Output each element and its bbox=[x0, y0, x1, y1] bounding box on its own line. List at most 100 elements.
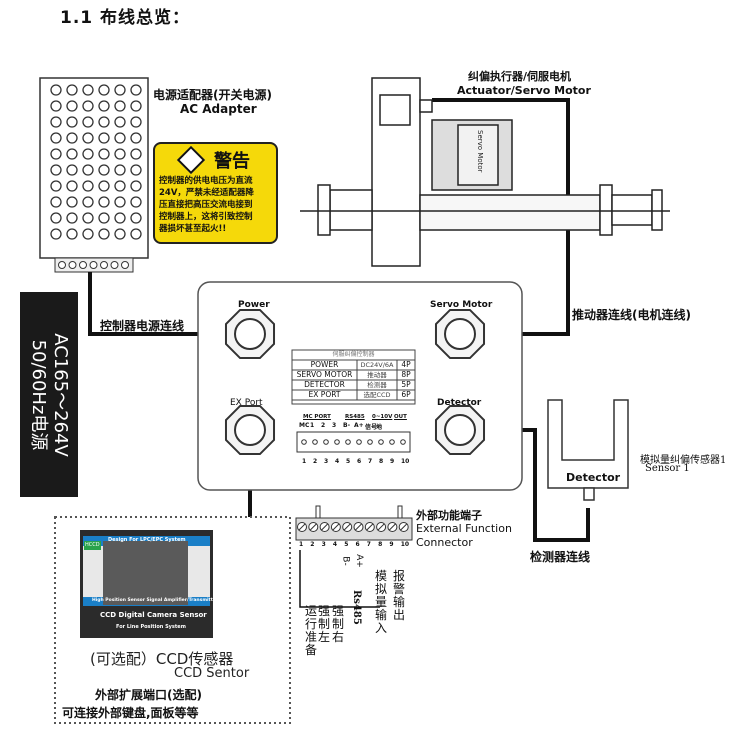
vent-hole bbox=[98, 132, 110, 144]
terminal-pin bbox=[312, 439, 318, 445]
ext-pin-number: 10 bbox=[400, 541, 410, 548]
vent-hole bbox=[50, 116, 62, 128]
vent-hole bbox=[114, 84, 126, 96]
vent-hole bbox=[114, 212, 126, 224]
spec-table bbox=[291, 349, 416, 405]
detector-sensor bbox=[547, 399, 629, 501]
camera-sub: For Line Position System bbox=[116, 624, 186, 630]
ext-pin-number: 4 bbox=[332, 541, 338, 548]
ext-pin-number: 5 bbox=[344, 541, 349, 548]
vent-hole bbox=[66, 116, 78, 128]
table-title: 伺服纠偏控制器 bbox=[332, 351, 375, 358]
vent-hole bbox=[130, 196, 142, 208]
vent-hole bbox=[98, 228, 110, 240]
actuator-label-cn: 纠偏执行器/伺服电机 bbox=[468, 70, 572, 83]
camera-bottom-bar: High Position Sensor Signal Amplifier/Tr… bbox=[92, 598, 219, 603]
vent-hole bbox=[130, 116, 142, 128]
actuator-label-en: Actuator/Servo Motor bbox=[457, 84, 591, 97]
fire-hazard-icon bbox=[176, 145, 206, 175]
vent-hole bbox=[114, 100, 126, 112]
vent-hole bbox=[50, 164, 62, 176]
vent-hole bbox=[114, 180, 126, 192]
vent-hole bbox=[130, 180, 142, 192]
vent-hole bbox=[98, 100, 110, 112]
camera-badge: HCCD bbox=[85, 542, 100, 548]
ext-function-label: 模拟量输入 bbox=[375, 569, 388, 635]
vent-hole bbox=[82, 116, 94, 128]
ext-title-en1: External Function bbox=[416, 522, 512, 535]
b-minus-label: B- bbox=[340, 556, 351, 566]
vent-hole bbox=[130, 84, 142, 96]
terminal-pin bbox=[400, 439, 406, 445]
ext-pin-number: 8 bbox=[378, 541, 383, 548]
terminal-pin bbox=[389, 439, 395, 445]
terminal-pin bbox=[301, 439, 307, 445]
actuator-drawing bbox=[300, 77, 670, 267]
vent-hole bbox=[98, 196, 110, 208]
vent-hole bbox=[98, 148, 110, 160]
terminal-screw bbox=[79, 261, 87, 269]
terminal-screw bbox=[121, 261, 129, 269]
vent-hole bbox=[50, 84, 62, 96]
terminal-screw bbox=[58, 261, 66, 269]
vent-hole bbox=[66, 100, 78, 112]
vent-hole bbox=[114, 116, 126, 128]
adapter-label-cn: 电源适配器(开关电源) bbox=[153, 88, 272, 102]
terminal-pin bbox=[334, 439, 340, 445]
vent-hole bbox=[50, 212, 62, 224]
terminal-screw bbox=[68, 261, 77, 269]
detector-wire-label: 检测器连线 bbox=[530, 550, 591, 564]
terminal-screw bbox=[89, 261, 98, 269]
vent-hole bbox=[82, 100, 94, 112]
vent-hole bbox=[130, 228, 142, 240]
adapter-label-en: AC Adapter bbox=[180, 102, 257, 116]
ext-pin-number: 3 bbox=[321, 541, 326, 548]
sensor-label: Detector bbox=[566, 471, 621, 484]
vent-hole bbox=[82, 212, 94, 224]
mains-bar bbox=[20, 292, 78, 497]
connector-socket bbox=[234, 414, 266, 446]
connector-socket bbox=[444, 318, 476, 350]
ccd-camera-image bbox=[80, 530, 213, 638]
vent-hole bbox=[82, 196, 94, 208]
vent-hole bbox=[50, 132, 62, 144]
vent-hole bbox=[98, 212, 110, 224]
vent-hole bbox=[130, 212, 142, 224]
vent-hole bbox=[98, 164, 110, 176]
vent-hole bbox=[130, 164, 142, 176]
ext-pin-number: 1 bbox=[299, 541, 304, 548]
vent-hole bbox=[66, 84, 78, 96]
vent-hole bbox=[66, 148, 78, 160]
vent-hole bbox=[50, 196, 62, 208]
vent-hole bbox=[82, 148, 94, 160]
terminal-screw bbox=[100, 261, 108, 269]
ext-function-label: 强制左 bbox=[318, 604, 331, 644]
vent-hole bbox=[66, 228, 78, 240]
vent-hole bbox=[98, 84, 110, 96]
vent-hole bbox=[82, 132, 94, 144]
port-ex-label: EX Port bbox=[230, 398, 263, 408]
vent-hole bbox=[66, 164, 78, 176]
vent-hole bbox=[98, 180, 110, 192]
ext-pin-number: 2 bbox=[310, 541, 315, 548]
vent-hole bbox=[82, 164, 94, 176]
warning-title: 警告 bbox=[214, 151, 251, 172]
ext-port-label: 外部扩展端口(选配) bbox=[95, 688, 202, 702]
vent-hole bbox=[82, 84, 94, 96]
vent-hole bbox=[66, 132, 78, 144]
vent-hole bbox=[50, 100, 62, 112]
terminal-pin bbox=[356, 439, 362, 445]
vent-hole bbox=[82, 228, 94, 240]
ext-title-en2: Connector bbox=[416, 536, 473, 549]
external-terminal bbox=[295, 505, 413, 541]
vent-hole bbox=[114, 164, 126, 176]
terminal-pin bbox=[345, 439, 351, 445]
vent-hole bbox=[82, 180, 94, 192]
